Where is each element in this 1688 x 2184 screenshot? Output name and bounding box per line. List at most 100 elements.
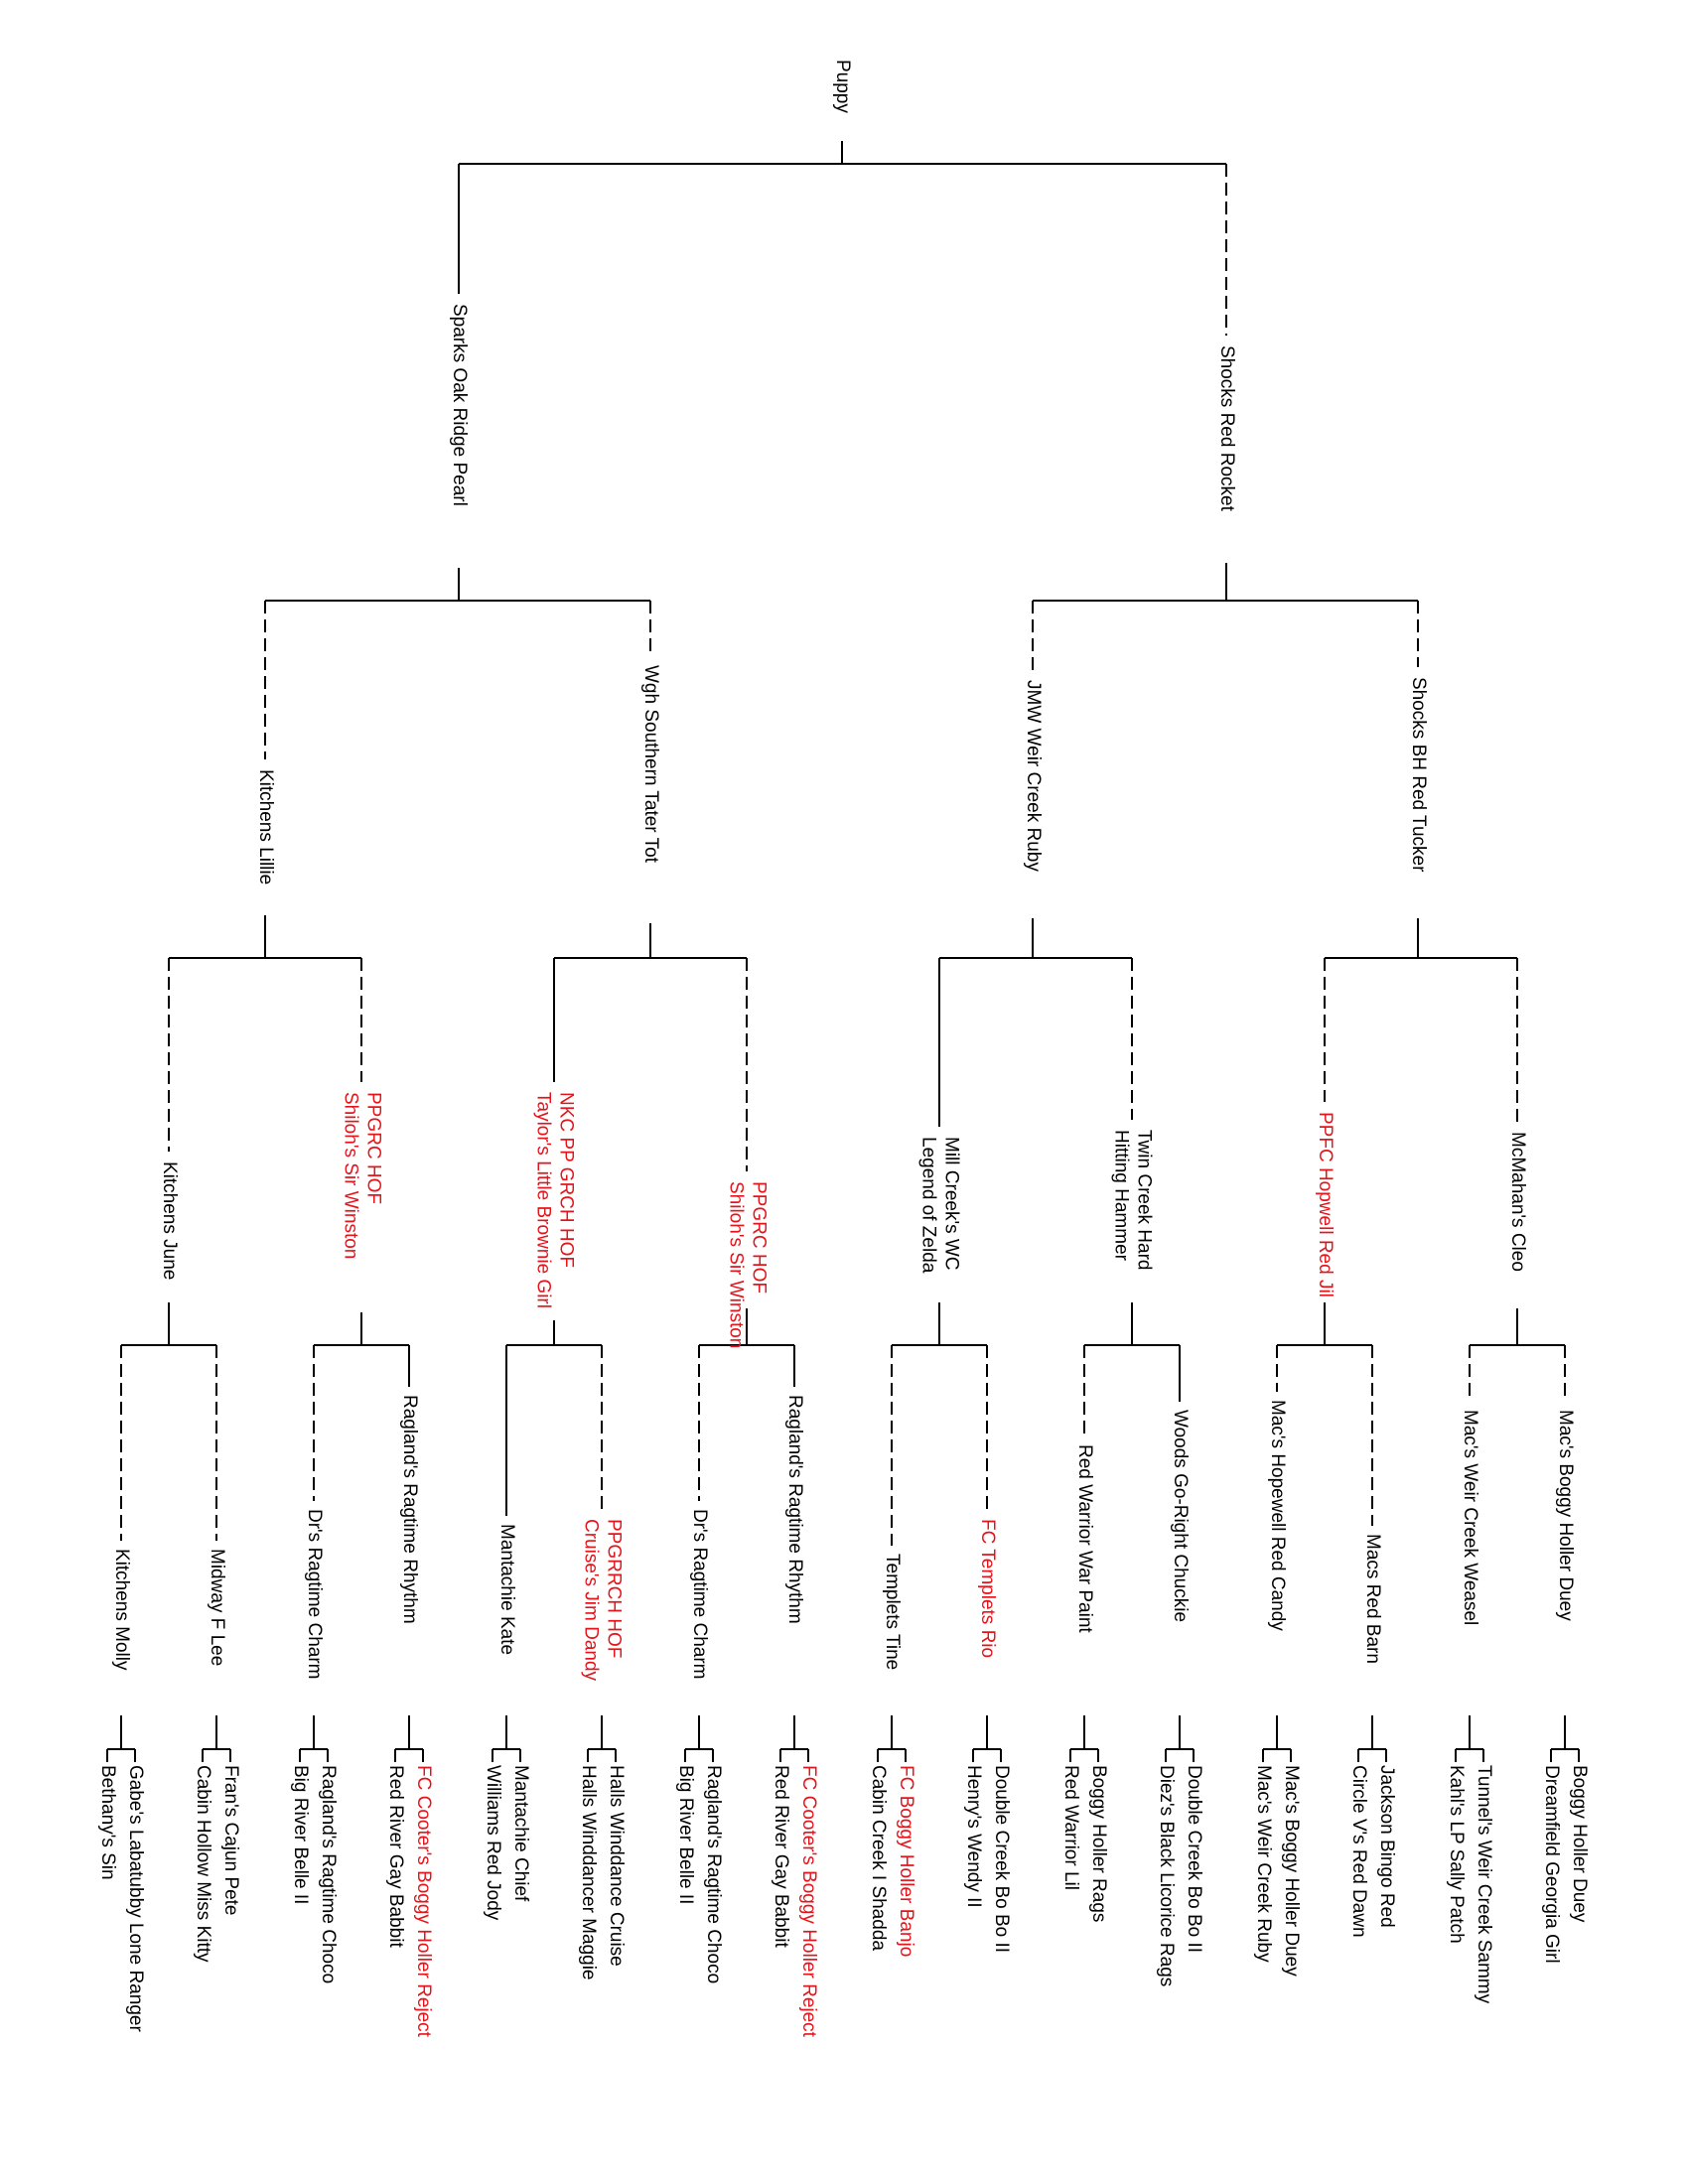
puppy-name-line-1: Puppy (832, 60, 853, 113)
gen4-name-3: Dr's Ragtime Charm (304, 1509, 325, 1680)
gen5-sire-name-5: Mantachie Chief (510, 1765, 531, 1902)
dam-name-line-1: Shocks Red Rocket (1216, 345, 1237, 512)
gen5-sire-name-2-line-1: Fran's Cajun Pete (220, 1765, 241, 1915)
gen5-dam-name-10: Henry's Wendy II (963, 1765, 984, 1908)
dam-name: Shocks Red Rocket (1216, 345, 1237, 512)
gen3-name-4-line-1: PPGRC HOF (748, 1181, 769, 1294)
gen5-dam-name-2-line-1: Cabin Hollow Miss Kitty (193, 1765, 213, 1963)
dam-dam-name: Shocks BH Red Tucker (1408, 677, 1429, 873)
gen5-sire-name-1: Gabe's Labatubby Lone Ranger (125, 1765, 146, 2032)
sire-dam-name-line-1: Wgh Southern Tater Tot (640, 665, 661, 864)
gen5-dam-name-11: Red Warrior Lil (1060, 1765, 1081, 1890)
gen4-name-10-line-1: FC Templets Rio (977, 1519, 998, 1658)
gen4-name-5-line-1: Mantachie Kate (496, 1524, 517, 1655)
gen5-dam-name-6: Halls Winddancer Maggie (578, 1765, 599, 1980)
gen5-sire-name-16-line-1: Boggy Holler Duey (1569, 1765, 1590, 1923)
gen5-sire-name-5-line-1: Mantachie Chief (510, 1765, 531, 1902)
gen5-dam-name-6-line-1: Halls Winddancer Maggie (578, 1765, 599, 1980)
gen4-name-9: Templets Tine (882, 1554, 903, 1670)
gen5-sire-name-9-line-1: FC Boggy Holler Banjo (896, 1765, 916, 1957)
dam-sire-name: JMW Weir Creek Ruby (1023, 680, 1044, 872)
gen4-name-13: Mac's Hopewell Red Candy (1267, 1400, 1288, 1631)
gen4-name-1: Kitchens Molly (111, 1549, 132, 1671)
gen5-dam-name-5-line-1: Williams Red Jody (483, 1765, 503, 1921)
gen5-dam-name-7-line-1: Big River Belle II (675, 1765, 696, 1904)
sire-dam-name: Wgh Southern Tater Tot (640, 665, 661, 864)
sire-sire-name: Kitchens Lillie (255, 769, 276, 885)
gen4-name-7: Dr's Ragtime Charm (689, 1509, 710, 1680)
gen5-dam-name-7: Big River Belle II (675, 1765, 696, 1904)
gen5-dam-name-16-line-1: Dreamfield Georgia Girl (1541, 1765, 1562, 1964)
gen3-name-1-line-1: Kitchens June (159, 1161, 180, 1280)
dam-sire-name-line-1: JMW Weir Creek Ruby (1023, 680, 1044, 872)
gen5-sire-name-14: Jackson Bingo Red (1376, 1765, 1397, 1928)
gen4-name-3-line-1: Dr's Ragtime Charm (304, 1509, 325, 1680)
gen3-name-5-line-1: Mill Creek's WC (940, 1137, 961, 1271)
gen5-dam-name-3: Big River Belle II (290, 1765, 311, 1904)
gen5-sire-name-2: Fran's Cajun Pete (220, 1765, 241, 1915)
sire-sire-name-line-1: Kitchens Lillie (255, 769, 276, 885)
gen5-sire-name-1-line-1: Gabe's Labatubby Lone Ranger (125, 1765, 146, 2032)
gen5-sire-name-6: Halls Winddance Cruise (606, 1765, 627, 1967)
gen5-sire-name-9: FC Boggy Holler Banjo (896, 1765, 916, 1957)
gen5-sire-name-16: Boggy Holler Duey (1569, 1765, 1590, 1923)
gen5-sire-name-4: FC Cooter's Boggy Holler Reject (413, 1765, 434, 2038)
sire-name: Sparks Oak Ridge Pearl (449, 304, 470, 506)
gen5-sire-name-15: Tunnel's Weir Creek Sammy (1474, 1765, 1494, 2004)
gen4-name-2: Midway F Lee (207, 1549, 227, 1666)
gen5-sire-name-14-line-1: Jackson Bingo Red (1376, 1765, 1397, 1928)
gen5-sire-name-7: Ragland's Ragtime Choco (703, 1765, 724, 1983)
gen5-sire-name-3: Ragland's Ragtime Choco (318, 1765, 339, 1983)
gen3-name-4-line-2: Shiloh's Sir Winston (725, 1181, 746, 1348)
gen5-sire-name-7-line-1: Ragland's Ragtime Choco (703, 1765, 724, 1983)
gen3-name-7: PPFC Hopwell Red Jil (1315, 1112, 1336, 1297)
gen4-name-4: Ragland's Ragtime Rhythm (399, 1395, 420, 1624)
gen4-name-12: Woods Go-Right Chuckie (1170, 1410, 1191, 1622)
gen5-sire-name-10: Double Creek Bo Bo II (991, 1765, 1012, 1953)
gen5-dam-name-12-line-1: Diez's Black Licorice Rags (1156, 1765, 1177, 1986)
gen3-name-6-line-2: Hitting Hammer (1110, 1130, 1131, 1262)
gen5-dam-name-3-line-1: Big River Belle II (290, 1765, 311, 1904)
gen3-name-8-line-1: McMahan's Cleo (1507, 1132, 1528, 1272)
gen5-dam-name-15: Kahl's LP Sally Patch (1446, 1765, 1467, 1944)
gen5-dam-name-4: Red River Gay Babbit (385, 1765, 406, 1948)
gen3-name-6-line-1: Twin Creek Hard (1133, 1130, 1154, 1271)
gen5-sire-name-13: Mac's Boggy Holler Duey (1281, 1765, 1302, 1977)
gen4-name-1-line-1: Kitchens Molly (111, 1549, 132, 1671)
gen5-sire-name-15-line-1: Tunnel's Weir Creek Sammy (1474, 1765, 1494, 2004)
gen3-name-3-line-1: NKC PP GRCH HOF (555, 1092, 576, 1268)
gen5-dam-name-13: Mac's Weir Creek Ruby (1253, 1765, 1274, 1963)
gen4-name-9-line-1: Templets Tine (882, 1554, 903, 1670)
puppy-name: Puppy (832, 60, 853, 113)
gen4-name-6-line-2: Cruise's Jim Dandy (580, 1519, 601, 1682)
gen5-sire-name-6-line-1: Halls Winddance Cruise (606, 1765, 627, 1967)
gen5-sire-name-10-line-1: Double Creek Bo Bo II (991, 1765, 1012, 1953)
gen4-name-13-line-1: Mac's Hopewell Red Candy (1267, 1400, 1288, 1631)
gen4-name-10: FC Templets Rio (977, 1519, 998, 1658)
gen4-name-14: Macs Red Barn (1362, 1534, 1383, 1664)
gen4-name-6-line-1: PPGRRCH HOF (603, 1519, 624, 1658)
gen3-name-8: McMahan's Cleo (1507, 1132, 1528, 1272)
gen4-name-16-line-1: Mac's Boggy Holler Duey (1555, 1410, 1576, 1621)
gen5-sire-name-11: Boggy Holler Rags (1088, 1765, 1109, 1922)
gen4-name-4-line-1: Ragland's Ragtime Rhythm (399, 1395, 420, 1624)
gen4-name-7-line-1: Dr's Ragtime Charm (689, 1509, 710, 1680)
gen5-dam-name-4-line-1: Red River Gay Babbit (385, 1765, 406, 1948)
gen3-name-5-line-2: Legend of Zelda (917, 1137, 938, 1274)
gen5-sire-name-4-line-1: FC Cooter's Boggy Holler Reject (413, 1765, 434, 2038)
gen4-name-16: Mac's Boggy Holler Duey (1555, 1410, 1576, 1621)
gen5-dam-name-8: Red River Gay Babbit (771, 1765, 791, 1948)
sire-name-line-1: Sparks Oak Ridge Pearl (449, 304, 470, 506)
gen3-name-7-line-1: PPFC Hopwell Red Jil (1315, 1112, 1336, 1297)
gen5-dam-name-9: Cabin Creek I Shadda (868, 1765, 889, 1951)
gen5-sire-name-13-line-1: Mac's Boggy Holler Duey (1281, 1765, 1302, 1977)
gen5-dam-name-1: Bethany's Sin (97, 1765, 118, 1880)
gen4-name-11-line-1: Red Warrior War Paint (1074, 1444, 1095, 1633)
gen3-name-2-line-2: Shiloh's Sir Winston (340, 1092, 360, 1259)
